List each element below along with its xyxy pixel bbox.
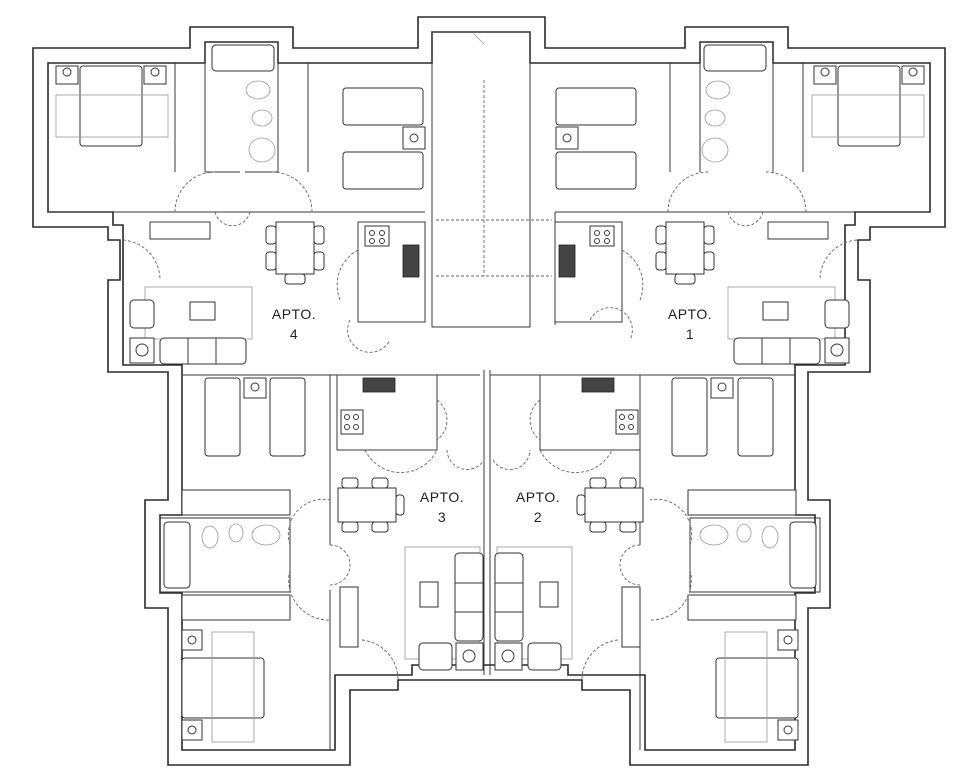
apartment-1 — [554, 42, 930, 365]
apartment-4-number: 4 — [289, 326, 299, 342]
apartment-1-title: APTO. — [667, 306, 713, 322]
apartment-1-label: APTO. 1 — [658, 304, 722, 344]
apartment-3 — [159, 370, 491, 750]
apartment-2-title: APTO. — [515, 489, 561, 505]
apartment-2-number: 2 — [533, 509, 543, 525]
apartment-4-label: APTO. 4 — [262, 304, 326, 344]
apartment-2 — [490, 374, 821, 750]
apartment-3-title: APTO. — [419, 489, 465, 505]
outer-walls — [32, 16, 946, 766]
apartment-4-title: APTO. — [271, 306, 317, 322]
apartment-3-number: 3 — [437, 509, 447, 525]
apartment-4 — [48, 42, 426, 365]
stairwell — [431, 31, 552, 328]
apartment-1-number: 1 — [685, 326, 695, 342]
apartment-3-label: APTO. 3 — [410, 487, 474, 527]
apartment-2-label: APTO. 2 — [506, 487, 570, 527]
